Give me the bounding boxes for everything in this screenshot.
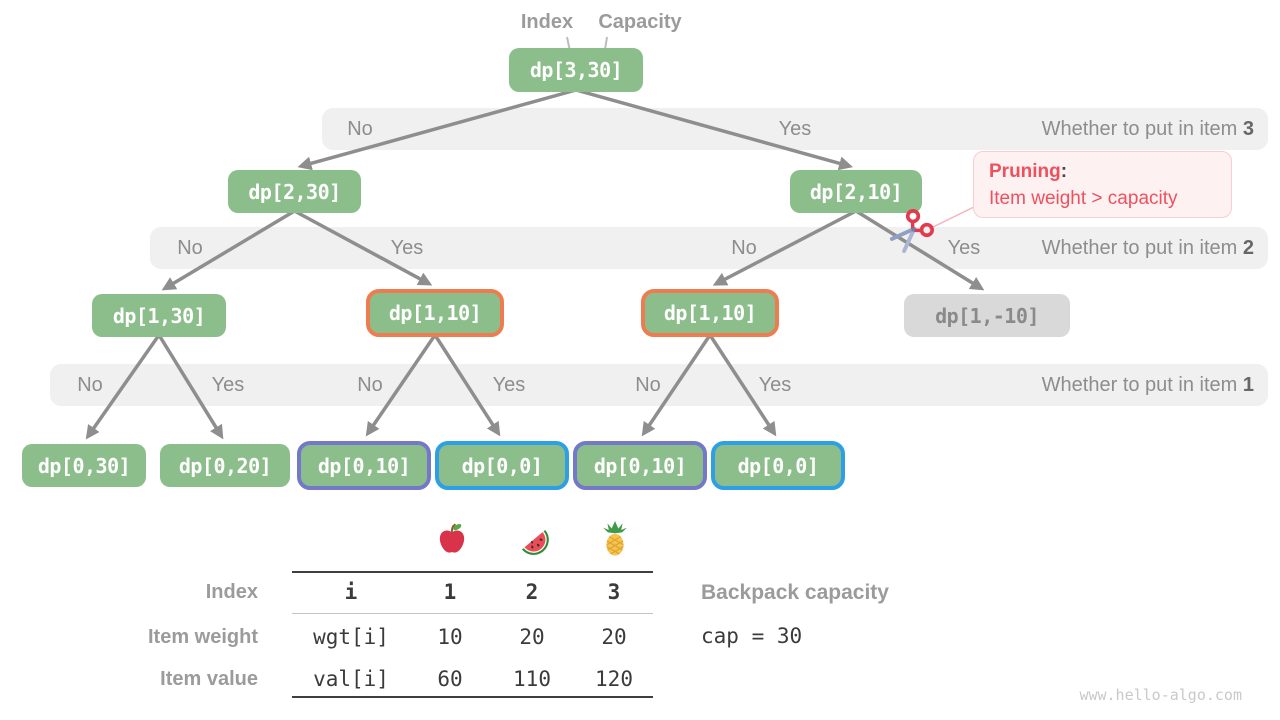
tree-node-dp-2-30: dp[2,30] xyxy=(228,170,361,213)
index-label: Index xyxy=(520,11,574,33)
table-middle-rule xyxy=(292,613,653,614)
table-cell: 2 xyxy=(525,580,539,604)
table-cell: val[i] xyxy=(313,667,389,691)
scissors-icon xyxy=(888,209,934,255)
tree-node-dp-1-30: dp[1,30] xyxy=(92,294,226,337)
table-bottom-rule xyxy=(292,696,653,698)
table-row-label: Item weight xyxy=(147,626,258,648)
tree-node-dp-1-10: dp[1,10] xyxy=(641,289,779,337)
tree-node-dp-3-30: dp[3,30] xyxy=(509,48,643,92)
pruning-callout: Pruning: Item weight > capacity xyxy=(973,151,1232,218)
table-cell: 20 xyxy=(519,625,545,649)
tree-node-dp-1--10: dp[1,-10] xyxy=(904,294,1070,337)
table-cell: wgt[i] xyxy=(313,625,389,649)
tree-node-dp-0-0: dp[0,0] xyxy=(435,441,569,490)
band-question-item-2: Whether to put in item 2 xyxy=(1041,237,1254,259)
tree-node-dp-0-10: dp[0,10] xyxy=(297,441,431,490)
table-row-label: Item value xyxy=(160,668,258,690)
capacity-label: Capacity xyxy=(598,11,682,33)
table-cell: 60 xyxy=(437,667,463,691)
table-cell: 20 xyxy=(601,625,627,649)
apple-icon xyxy=(433,519,471,559)
band-question-item-1: Whether to put in item 1 xyxy=(1041,374,1254,396)
table-cell: i xyxy=(344,580,358,604)
tree-node-dp-0-10: dp[0,10] xyxy=(573,441,707,490)
table-row-label: Index xyxy=(205,581,258,603)
branch-label-yes: Yes xyxy=(492,374,526,396)
tree-node-dp-0-30: dp[0,30] xyxy=(22,444,146,487)
table-cell: 120 xyxy=(595,667,633,691)
pineapple-icon xyxy=(596,519,634,559)
tree-node-dp-2-10: dp[2,10] xyxy=(790,170,922,213)
watermelon-icon xyxy=(514,519,552,559)
table-cell: 1 xyxy=(443,580,457,604)
pruning-detail: Item weight > capacity xyxy=(989,188,1178,209)
table-cell: 10 xyxy=(437,625,463,649)
table-cell: 110 xyxy=(513,667,551,691)
watermark: www.hello-algo.com xyxy=(1079,686,1242,704)
tree-node-dp-1-10: dp[1,10] xyxy=(366,289,504,337)
tree-node-dp-0-0: dp[0,0] xyxy=(711,441,845,490)
table-top-rule xyxy=(292,571,653,573)
backpack-capacity-label: Backpack capacity xyxy=(701,581,889,604)
tree-node-dp-0-20: dp[0,20] xyxy=(160,444,290,487)
band-question-item-3: Whether to put in item 3 xyxy=(1041,118,1254,140)
pruning-title: Pruning: xyxy=(989,161,1068,182)
backpack-capacity-value: cap = 30 xyxy=(701,624,803,648)
table-cell: 3 xyxy=(607,580,621,604)
